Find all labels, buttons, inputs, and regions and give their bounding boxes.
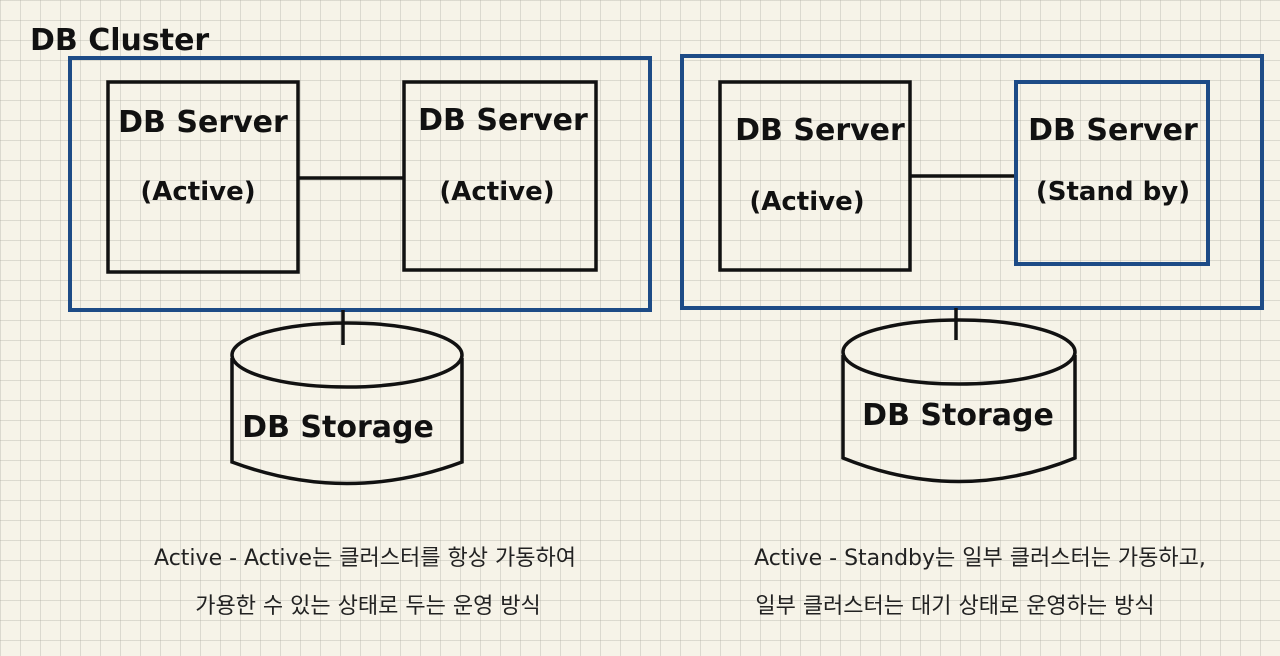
right-server-2-name: DB Server	[1028, 113, 1198, 148]
right-cluster-box	[680, 54, 1264, 310]
left-storage: DB Storage	[230, 321, 464, 486]
right-caption-line1: Active - Standby는 일부 클러스터는 가동하고,	[754, 546, 1206, 571]
left-server-1: DB Server (Active)	[106, 80, 300, 274]
left-server-1-status: (Active)	[140, 177, 255, 207]
left-server-2-box	[402, 80, 598, 272]
right-storage: DB Storage	[841, 318, 1077, 484]
right-server-1-box	[718, 80, 912, 272]
cluster-label: DB Cluster	[30, 23, 209, 58]
left-caption-line1: Active - Active는 클러스터를 항상 가동하여	[154, 546, 576, 571]
right-server-1: DB Server (Active)	[718, 80, 912, 272]
right-server-1-status: (Active)	[749, 187, 864, 217]
left-server-2-status: (Active)	[439, 177, 554, 207]
left-server-2: DB Server (Active)	[402, 80, 598, 272]
right-server-2-status: (Stand by)	[1036, 177, 1190, 207]
left-storage-label: DB Storage	[242, 410, 434, 445]
right-caption-line2: 일부 클러스터는 대기 상태로 운영하는 방식	[755, 594, 1154, 619]
right-server-1-name: DB Server	[735, 113, 905, 148]
left-storage-body	[230, 358, 464, 486]
left-server-1-name: DB Server	[118, 105, 288, 140]
left-server-2-name: DB Server	[418, 103, 588, 138]
left-cluster-box	[68, 56, 652, 312]
right-storage-body	[841, 355, 1077, 484]
right-storage-label: DB Storage	[862, 398, 1054, 433]
right-storage-top	[841, 318, 1077, 386]
left-storage-top	[230, 321, 464, 389]
right-server-2-box	[1014, 80, 1210, 266]
right-server-2: DB Server (Stand by)	[1014, 80, 1210, 266]
left-caption-line2: 가용한 수 있는 상태로 두는 운영 방식	[195, 594, 541, 619]
